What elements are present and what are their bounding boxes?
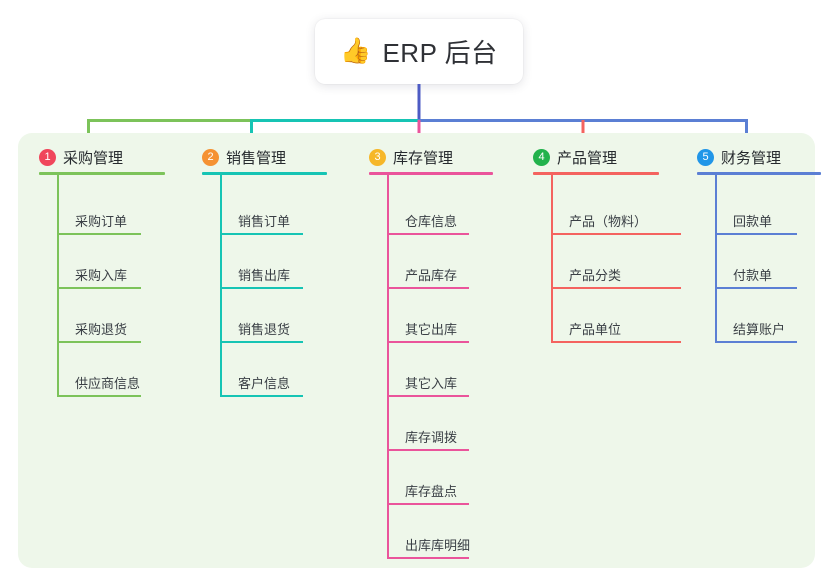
module-item[interactable]: 采购订单 xyxy=(75,214,128,229)
module-item-rule xyxy=(57,395,141,397)
module-item[interactable]: 产品库存 xyxy=(405,268,458,283)
module-item[interactable]: 出库库明细 xyxy=(405,538,471,553)
module-item-rule xyxy=(387,449,469,451)
module-item-rule xyxy=(57,341,141,343)
module-title-2: 销售管理 xyxy=(226,150,287,167)
module-title-3: 库存管理 xyxy=(393,150,454,167)
module-item[interactable]: 采购退货 xyxy=(75,322,128,337)
module-item[interactable]: 其它入库 xyxy=(405,376,458,391)
module-item-rule xyxy=(551,233,681,235)
module-item[interactable]: 产品（物料） xyxy=(569,214,648,229)
module-header-2[interactable]: 2 销售管理 xyxy=(202,147,286,168)
module-item[interactable]: 付款单 xyxy=(733,268,773,283)
root-title-card[interactable]: 👍 ERP 后台 xyxy=(315,19,523,84)
module-item-rule xyxy=(387,395,469,397)
root-title-label: ERP 后台 xyxy=(382,38,498,68)
module-spine-4 xyxy=(551,172,553,341)
module-item-rule xyxy=(57,287,141,289)
module-spine-1 xyxy=(57,172,59,395)
module-item[interactable]: 其它出库 xyxy=(405,322,458,337)
module-item[interactable]: 仓库信息 xyxy=(405,214,458,229)
module-item-rule xyxy=(387,287,469,289)
module-item-rule xyxy=(220,287,303,289)
module-header-rule-1 xyxy=(39,172,165,175)
module-title-5: 财务管理 xyxy=(721,150,782,167)
module-header-1[interactable]: 1 采购管理 xyxy=(39,147,123,168)
module-spine-5 xyxy=(715,172,717,341)
module-item[interactable]: 回款单 xyxy=(733,214,773,229)
module-item-rule xyxy=(387,557,469,559)
modules-panel: 1 采购管理采购订单采购入库采购退货供应商信息 2 销售管理销售订单销售出库销售退货客… xyxy=(18,133,821,568)
module-header-rule-5 xyxy=(697,172,821,175)
module-badge-3: 3 xyxy=(369,149,386,166)
module-item[interactable]: 采购入库 xyxy=(75,268,128,283)
module-item-rule xyxy=(551,341,681,343)
module-item-rule xyxy=(57,233,141,235)
module-item-rule xyxy=(387,233,469,235)
module-header-3[interactable]: 3 库存管理 xyxy=(369,147,453,168)
module-item[interactable]: 产品单位 xyxy=(569,322,622,337)
module-item-rule xyxy=(387,503,469,505)
module-item-rule xyxy=(387,341,469,343)
module-item[interactable]: 库存盘点 xyxy=(405,484,458,499)
module-title-1: 采购管理 xyxy=(63,150,124,167)
module-badge-2: 2 xyxy=(202,149,219,166)
module-header-rule-4 xyxy=(533,172,659,175)
module-item-rule xyxy=(220,341,303,343)
module-item[interactable]: 供应商信息 xyxy=(75,376,141,391)
module-item[interactable]: 销售退货 xyxy=(238,322,291,337)
module-badge-5: 5 xyxy=(697,149,714,166)
module-item[interactable]: 结算账户 xyxy=(733,322,786,337)
module-badge-4: 4 xyxy=(533,149,550,166)
root-title-inner: 👍 ERP 后台 xyxy=(340,33,497,70)
module-item-rule xyxy=(220,233,303,235)
module-spine-3 xyxy=(387,172,389,557)
thumbs-up-icon: 👍 xyxy=(340,37,372,65)
module-item-rule xyxy=(715,341,797,343)
module-item-rule xyxy=(715,233,797,235)
module-item[interactable]: 销售出库 xyxy=(238,268,291,283)
module-header-rule-3 xyxy=(369,172,493,175)
module-header-5[interactable]: 5 财务管理 xyxy=(697,147,781,168)
module-item-rule xyxy=(715,287,797,289)
module-item[interactable]: 库存调拨 xyxy=(405,430,458,445)
module-title-4: 产品管理 xyxy=(557,150,618,167)
module-item[interactable]: 产品分类 xyxy=(569,268,622,283)
module-item-rule xyxy=(551,287,681,289)
module-item-rule xyxy=(220,395,303,397)
module-item[interactable]: 客户信息 xyxy=(238,376,291,391)
module-item[interactable]: 销售订单 xyxy=(238,214,291,229)
module-spine-2 xyxy=(220,172,222,395)
module-badge-1: 1 xyxy=(39,149,56,166)
module-header-rule-2 xyxy=(202,172,327,175)
module-header-4[interactable]: 4 产品管理 xyxy=(533,147,617,168)
